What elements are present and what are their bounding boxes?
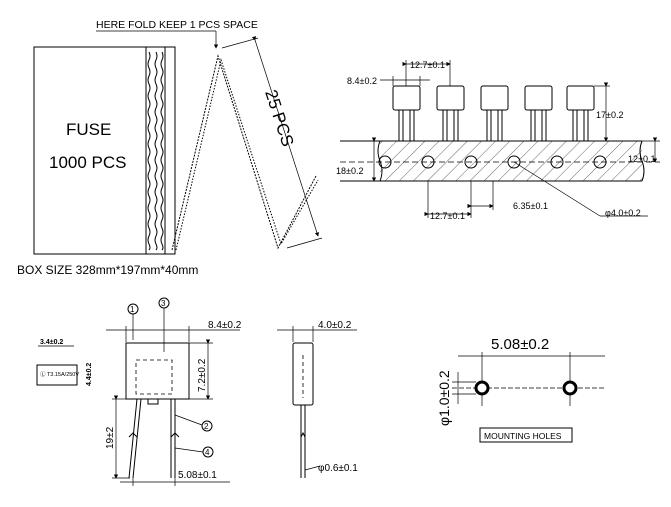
tape-break-right <box>639 140 645 182</box>
taped-fuse-1 <box>392 85 421 141</box>
hole-spacing: 6.35±0.1 <box>513 201 548 211</box>
strip-ext-top <box>221 37 259 49</box>
fold-note: HERE FOLD KEEP 1 PCS SPACE <box>96 19 258 31</box>
strip-count-dim <box>251 36 319 237</box>
front-width: 8.4±0.2 <box>208 320 242 331</box>
body-width: 8.4±0.2 <box>347 76 377 86</box>
mounting-spacing: 5.08±0.2 <box>491 336 549 353</box>
body-height: 17±0.2 <box>596 110 623 120</box>
fuse-side-body <box>292 342 314 406</box>
fuse-base <box>147 398 159 405</box>
lead-dia: φ0.6±0.1 <box>318 463 358 474</box>
hole-dia-leader <box>513 161 601 217</box>
packaging-section: HERE FOLD KEEP 1 PCS SPACE FUSE 1000 PCS… <box>17 19 323 277</box>
strip-count: 25 PCS <box>261 87 297 149</box>
box-label-line1: FUSE <box>66 120 111 139</box>
mounting-label-box <box>479 427 573 443</box>
taped-fuse-3 <box>480 85 509 141</box>
tape-section: 12.7±0.1 8.4±0.2 17±0.2 18±0.2 12±0.1 12… <box>336 60 660 221</box>
fuse-element <box>135 359 173 395</box>
mounting-label: MOUNTING HOLES <box>484 431 562 441</box>
small-fuse-body <box>36 364 78 386</box>
pitch-top: 12.7±0.1 <box>410 60 445 70</box>
callout-3: 3 <box>161 299 166 308</box>
taped-fuse-5 <box>566 85 595 141</box>
fuse-body <box>125 342 190 400</box>
hole-dia: φ4.0±0.2 <box>605 208 641 218</box>
box-size: BOX SIZE 328mm*197mm*40mm <box>17 263 198 277</box>
mounting-hole-dia: φ1.0±0.2 <box>436 370 452 426</box>
tape-break-left <box>377 140 383 182</box>
callout-2: 2 <box>204 422 209 431</box>
mounting-hole-right <box>562 380 578 396</box>
callout-4: 4 <box>205 448 210 457</box>
small-height: 4.4±0.2 <box>86 363 93 386</box>
small-width: 3.4±0.2 <box>40 339 63 346</box>
fuse-front-view: 1 3 8.4±0.2 7.2±0.2 2 4 19±2 <box>105 297 242 486</box>
strip-ext-bottom <box>286 237 323 249</box>
small-fuse-view: 3.4±0.2 Ⓛ T3.15A/250V 4.4±0.2 <box>36 339 93 386</box>
folded-strip <box>171 54 319 251</box>
mounting-hole-left <box>474 380 490 396</box>
front-height: 7.2±0.2 <box>197 358 208 392</box>
tape-hatch <box>380 141 642 181</box>
pitch-bottom: 12.7±0.1 <box>430 211 465 221</box>
taped-fuse-4 <box>524 85 553 141</box>
lead-dia-leader <box>304 465 321 471</box>
fuse-side-view: 4.0±0.2 φ0.6±0.1 <box>277 320 358 478</box>
packaging-box <box>33 46 176 255</box>
callout-2-circle <box>201 420 213 432</box>
callout-1: 1 <box>130 305 135 314</box>
lead-spacing: 5.08±0.1 <box>178 470 217 481</box>
taped-fuse-2 <box>436 85 465 141</box>
mounting-holes-section: 5.08±0.2 φ1.0±0.2 MOUNTING HOLES <box>436 336 605 443</box>
hole-offset: 12±0.1 <box>628 154 655 164</box>
lead-length: 19±2 <box>105 426 116 449</box>
side-width: 4.0±0.2 <box>318 320 352 331</box>
lead-left <box>128 398 138 479</box>
sprocket-holes <box>378 155 607 169</box>
box-tape-strip <box>147 51 164 251</box>
small-marking: Ⓛ T3.15A/250V <box>40 370 79 378</box>
tape-width: 18±0.2 <box>336 166 363 176</box>
box-label-line2: 1000 PCS <box>49 153 127 172</box>
